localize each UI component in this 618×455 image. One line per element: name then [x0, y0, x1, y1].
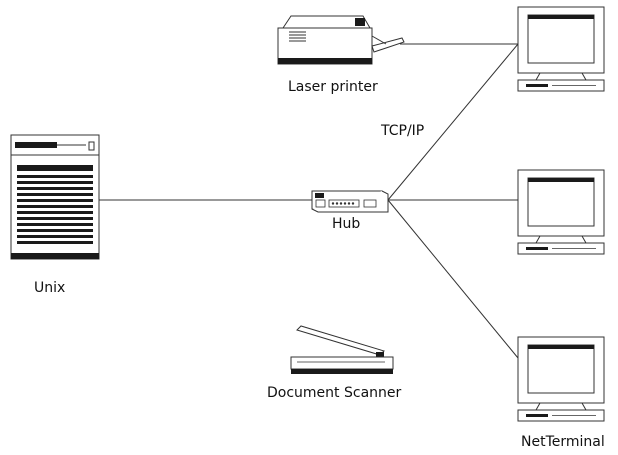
connections — [99, 43, 519, 359]
terminal-label: NetTerminal — [521, 434, 605, 450]
link-hub-terminal-1 — [387, 43, 519, 201]
laser-printer-icon — [277, 15, 405, 65]
hub-label: Hub — [332, 216, 361, 232]
network-hub-icon — [311, 190, 389, 213]
terminal-monitor-icon — [517, 169, 605, 255]
server-tower-icon — [10, 134, 100, 260]
printer-label: Laser printer — [288, 79, 378, 95]
link-protocol-label: TCP/IP — [381, 123, 425, 139]
server-label: Unix — [34, 280, 66, 296]
flatbed-scanner-icon — [290, 325, 394, 374]
scanner-label: Document Scanner — [267, 385, 402, 401]
terminal-monitor-icon — [517, 6, 605, 92]
link-hub-terminal-3 — [387, 199, 519, 359]
terminal-monitor-icon — [517, 336, 605, 422]
